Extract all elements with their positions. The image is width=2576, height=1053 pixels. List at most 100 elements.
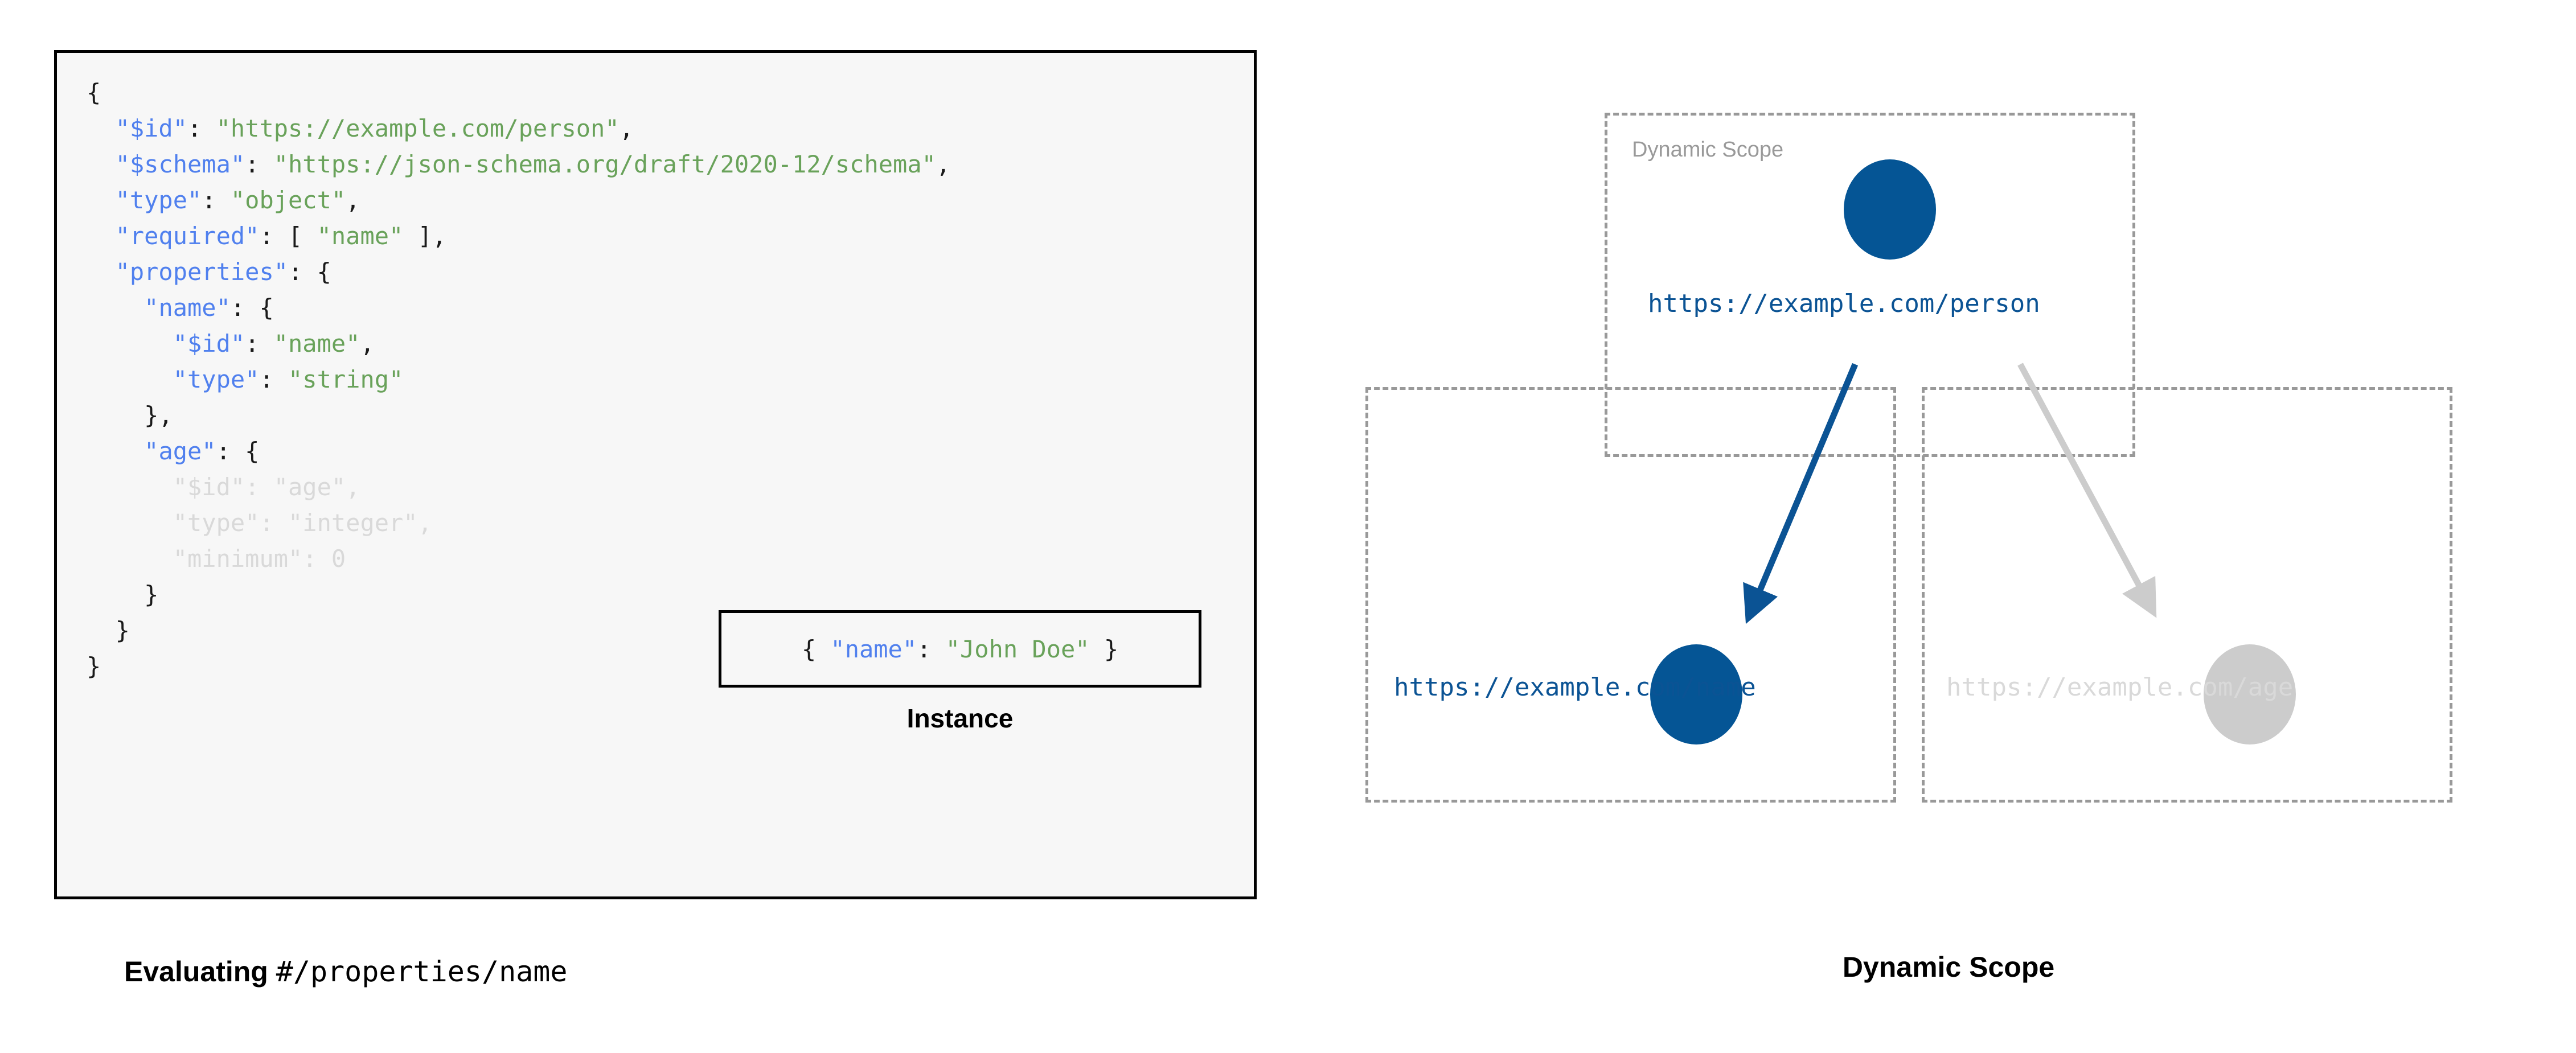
code-token: "type" bbox=[173, 509, 260, 537]
code-token: : { bbox=[288, 258, 331, 286]
code-token: , bbox=[346, 186, 360, 214]
node-circle-person bbox=[1844, 159, 1936, 260]
code-token: , bbox=[417, 509, 432, 537]
code-token bbox=[87, 365, 173, 393]
code-token: "type" bbox=[173, 365, 260, 393]
code-token: "name" bbox=[317, 222, 404, 250]
code-token: "required" bbox=[115, 222, 260, 250]
code-token: : bbox=[202, 186, 231, 214]
schema-code-listing: { "$id": "https://example.com/person", "… bbox=[87, 75, 950, 684]
code-token bbox=[87, 294, 144, 322]
code-line: "properties": { bbox=[87, 254, 950, 290]
code-token bbox=[87, 330, 173, 357]
code-token bbox=[87, 437, 144, 465]
code-token: "$id" bbox=[173, 473, 245, 501]
code-token: "object" bbox=[230, 186, 346, 214]
code-line: { bbox=[87, 75, 950, 110]
code-token: : [ bbox=[259, 222, 317, 250]
instance-token: "John Doe" bbox=[945, 635, 1090, 663]
code-line: "$id": "age", bbox=[87, 469, 950, 505]
dynamic-scope-caption: Dynamic Scope bbox=[1842, 951, 2055, 983]
code-token bbox=[87, 222, 116, 250]
instance-token: : bbox=[917, 635, 946, 663]
code-token: : bbox=[259, 509, 289, 537]
code-token: }, bbox=[87, 401, 173, 429]
code-token: : { bbox=[230, 294, 274, 322]
code-line: "$id": "name", bbox=[87, 326, 950, 361]
code-token: } bbox=[87, 652, 101, 680]
node-label-person: https://example.com/person bbox=[1648, 289, 2040, 318]
node-circle-age bbox=[2204, 644, 2296, 744]
code-token: : bbox=[245, 473, 274, 501]
instance-box: { "name": "John Doe" } bbox=[719, 610, 1201, 688]
code-token: "$id" bbox=[173, 330, 245, 357]
code-token: "string" bbox=[288, 365, 404, 393]
evaluating-caption: Evaluating #/properties/name bbox=[124, 955, 567, 988]
code-token: : bbox=[302, 545, 331, 573]
instance-token: { bbox=[801, 635, 831, 663]
code-token: { bbox=[87, 79, 101, 106]
instance-caption: Instance bbox=[906, 704, 1014, 733]
code-token: "age" bbox=[144, 437, 216, 465]
code-line: "$schema": "https://json-schema.org/draf… bbox=[87, 146, 951, 182]
code-token: : bbox=[259, 365, 289, 393]
node-label-age: https://example.com/age bbox=[1946, 673, 2294, 702]
code-token: : { bbox=[216, 437, 260, 465]
code-line: "type": "string" bbox=[87, 361, 950, 397]
code-token: : bbox=[245, 330, 274, 357]
code-token: "properties" bbox=[115, 258, 289, 286]
instance-code: { "name": "John Doe" } bbox=[802, 635, 1118, 663]
dynamic-scope-panel: Dynamic Scope https://example.com/person… bbox=[1321, 0, 2576, 1053]
node-circle-name bbox=[1650, 644, 1742, 744]
code-line: "$id": "https://example.com/person", bbox=[87, 110, 950, 146]
code-token bbox=[87, 545, 173, 573]
node-label-name: https://example.com/name bbox=[1394, 673, 1756, 702]
code-token: , bbox=[936, 150, 951, 178]
code-token bbox=[87, 186, 116, 214]
scope-box-age bbox=[1922, 387, 2452, 803]
code-token: : bbox=[187, 114, 216, 142]
code-token: "age" bbox=[273, 473, 346, 501]
code-line: "age": { bbox=[87, 433, 950, 469]
code-token: "name" bbox=[273, 330, 360, 357]
code-token: 0 bbox=[331, 545, 346, 573]
code-token: "https://json-schema.org/draft/2020-12/s… bbox=[273, 150, 936, 178]
code-line: } bbox=[87, 612, 950, 648]
code-line: "type": "integer", bbox=[87, 505, 950, 541]
schema-panel: { "$id": "https://example.com/person", "… bbox=[54, 50, 1257, 988]
code-token bbox=[87, 473, 173, 501]
code-token: "name" bbox=[144, 294, 231, 322]
evaluating-caption-pointer: #/properties/name bbox=[276, 955, 568, 988]
scope-box-person bbox=[1605, 113, 2135, 457]
code-token: "minimum" bbox=[173, 545, 303, 573]
scope-box-name bbox=[1365, 387, 1896, 803]
code-line: } bbox=[87, 648, 950, 684]
code-token: ], bbox=[403, 222, 447, 250]
code-line: "minimum": 0 bbox=[87, 541, 950, 577]
code-token: } bbox=[87, 616, 130, 644]
code-token: : bbox=[245, 150, 274, 178]
code-line: "required": [ "name" ], bbox=[87, 218, 950, 254]
code-token bbox=[87, 258, 116, 286]
code-token: } bbox=[87, 581, 159, 608]
instance-token: "name" bbox=[830, 635, 917, 663]
code-token: "type" bbox=[115, 186, 202, 214]
dynamic-scope-inner-label: Dynamic Scope bbox=[1632, 138, 1784, 162]
code-token: , bbox=[360, 330, 375, 357]
evaluating-caption-bold: Evaluating bbox=[124, 956, 276, 988]
schema-code-box: { "$id": "https://example.com/person", "… bbox=[54, 50, 1257, 899]
code-token: , bbox=[346, 473, 360, 501]
code-token bbox=[87, 150, 116, 178]
code-token: , bbox=[619, 114, 634, 142]
instance-token: } bbox=[1089, 635, 1119, 663]
code-line: }, bbox=[87, 397, 950, 433]
code-token: "integer" bbox=[288, 509, 418, 537]
code-line: "name": { bbox=[87, 290, 950, 326]
code-line: "type": "object", bbox=[87, 182, 950, 218]
code-token: "$id" bbox=[115, 114, 188, 142]
code-token: "$schema" bbox=[115, 150, 245, 178]
code-token bbox=[87, 114, 116, 142]
code-token: "https://example.com/person" bbox=[216, 114, 620, 142]
code-line: } bbox=[87, 577, 950, 612]
code-token bbox=[87, 509, 173, 537]
